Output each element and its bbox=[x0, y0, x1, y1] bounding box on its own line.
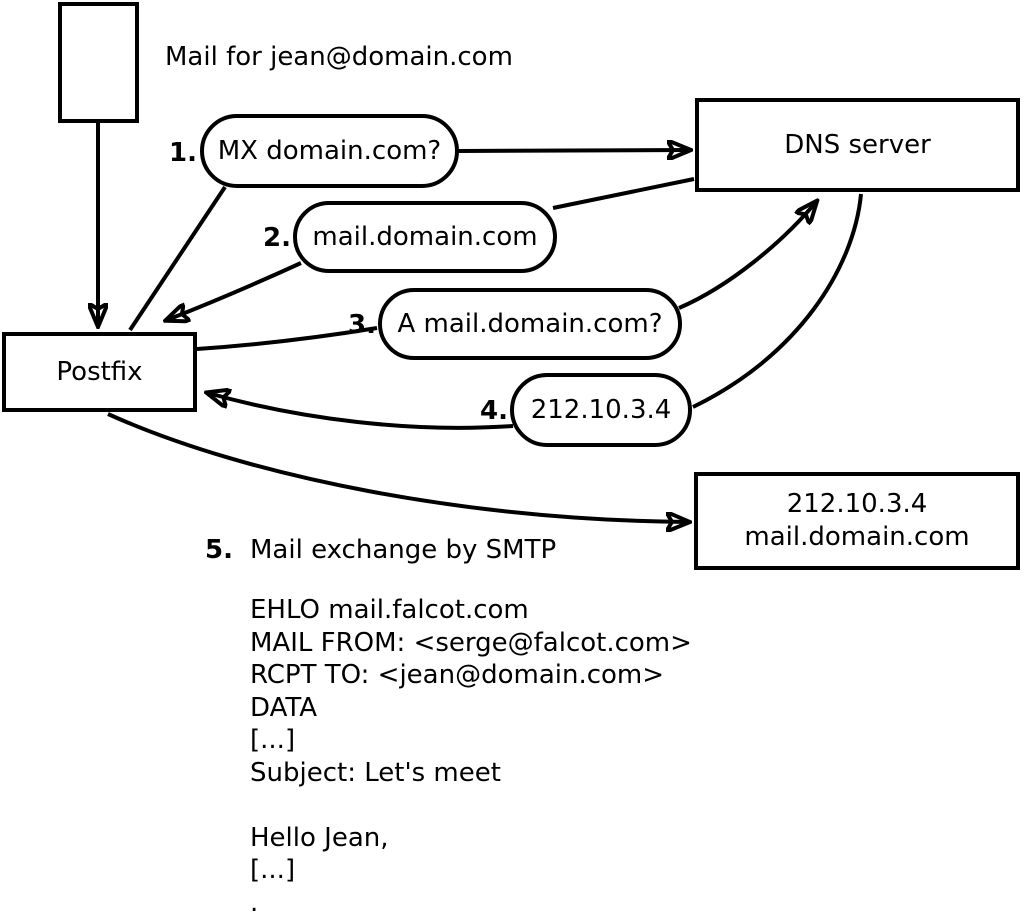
query-a-pill: A mail.domain.com? bbox=[378, 288, 682, 360]
query-mx-label: MX domain.com? bbox=[217, 135, 442, 166]
dns-server-node: DNS server bbox=[695, 98, 1020, 192]
answer-a-label: 212.10.3.4 bbox=[530, 394, 672, 425]
line-postfix-to-query-a bbox=[196, 326, 378, 351]
step-5-number: 5. bbox=[205, 535, 233, 565]
mail-caption: Mail for jean@domain.com bbox=[165, 42, 513, 72]
smtp-line: [...] bbox=[250, 855, 296, 885]
step-2-number: 2. bbox=[263, 223, 291, 253]
answer-a-pill: 212.10.3.4 bbox=[510, 373, 692, 447]
mail-message-node bbox=[58, 2, 139, 123]
postfix-node: Postfix bbox=[2, 332, 197, 412]
step-5-label: Mail exchange by SMTP bbox=[250, 535, 557, 565]
postfix-label: Postfix bbox=[56, 356, 143, 387]
line-postfix-to-query-mx bbox=[128, 185, 227, 332]
smtp-line: Hello Jean, bbox=[250, 822, 389, 853]
answer-mx-pill: mail.domain.com bbox=[293, 201, 557, 273]
step-1-number: 1. bbox=[169, 138, 197, 168]
smtp-line: [...] bbox=[250, 725, 296, 755]
step-3-number: 3. bbox=[348, 310, 376, 340]
smtp-line: EHLO mail.falcot.com bbox=[250, 595, 529, 625]
query-mx-pill: MX domain.com? bbox=[200, 114, 459, 188]
smtp-line: DATA bbox=[250, 692, 317, 723]
dns-server-label: DNS server bbox=[784, 129, 931, 160]
arrow-answer-a-to-postfix bbox=[208, 393, 514, 430]
smtp-line: . bbox=[250, 887, 259, 918]
mailserver-ip: 212.10.3.4 bbox=[786, 489, 928, 519]
answer-mx-label: mail.domain.com bbox=[312, 221, 538, 252]
smtp-line bbox=[250, 789, 692, 822]
smtp-line: MAIL FROM: <serge@falcot.com> bbox=[250, 627, 692, 658]
smtp-line: Subject: Let's meet bbox=[250, 757, 501, 788]
smtp-line: RCPT TO: <jean@domain.com> bbox=[250, 660, 665, 690]
query-a-label: A mail.domain.com? bbox=[397, 308, 663, 339]
line-dns-to-answer-mx bbox=[552, 177, 695, 210]
line-dns-to-answer-a bbox=[692, 193, 863, 409]
step-4-number: 4. bbox=[480, 396, 508, 426]
arrow-query-a-to-dns bbox=[678, 202, 816, 310]
mailserver-hostname: mail.domain.com bbox=[744, 522, 970, 552]
arrow-answer-mx-to-postfix bbox=[167, 261, 302, 320]
mailserver-node: 212.10.3.4 mail.domain.com bbox=[694, 472, 1020, 570]
arrow-query-mx-to-dns bbox=[457, 150, 689, 151]
smtp-session-transcript: EHLO mail.falcot.com MAIL FROM: <serge@f… bbox=[250, 594, 692, 919]
arrow-postfix-to-mailserver bbox=[107, 412, 688, 522]
